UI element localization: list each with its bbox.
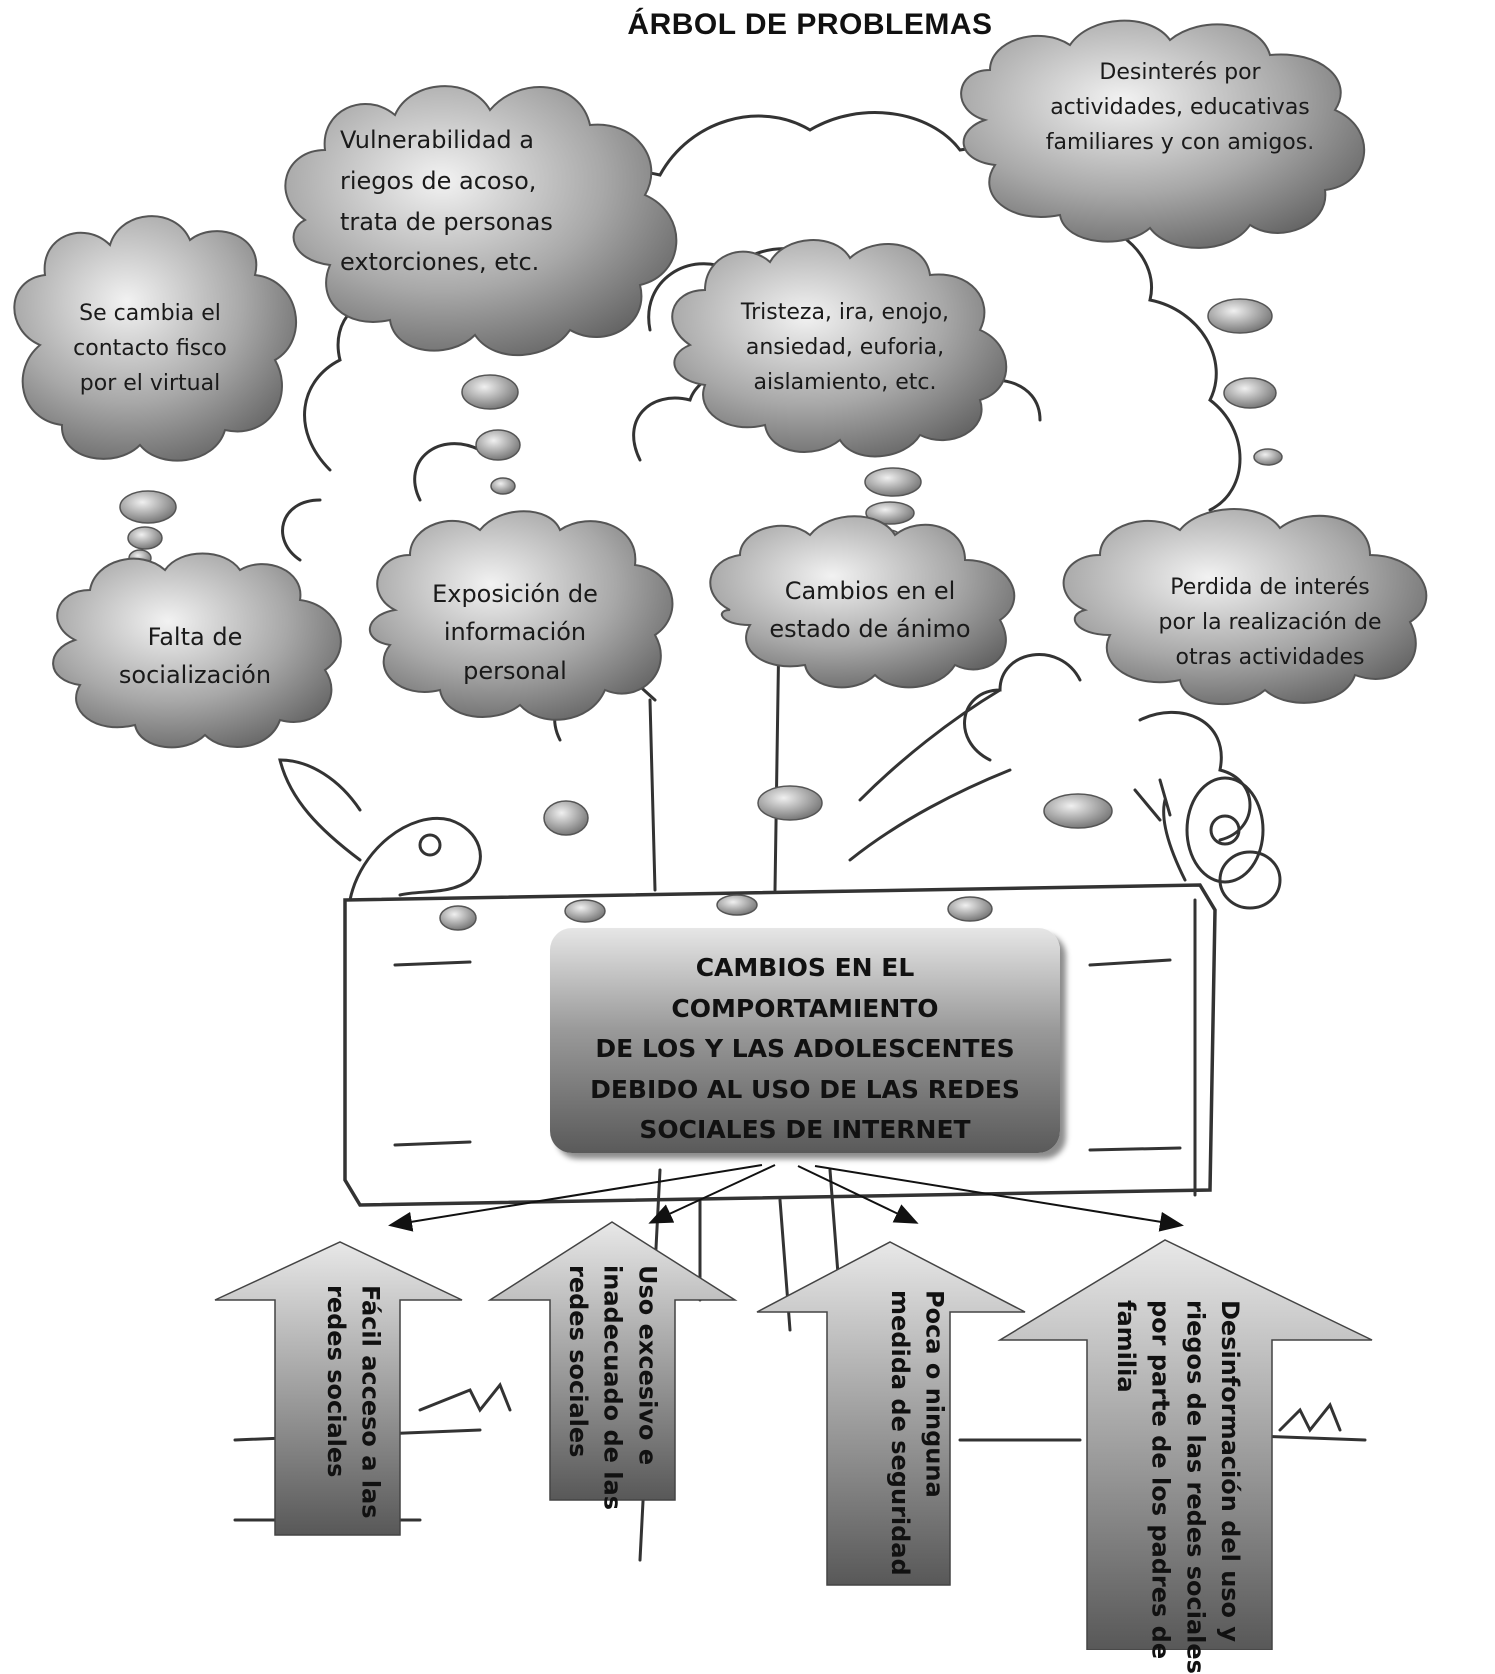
- cloud-line: socialización: [118, 661, 272, 690]
- cause-arrow-2: [487, 1221, 738, 1501]
- cloud-line: Falta de: [147, 623, 243, 651]
- cloud-3: [671, 239, 1008, 458]
- cause-text-4: Desinformación del uso y riegos de las r…: [1108, 1300, 1247, 1674]
- cause-line: inadecuado de las: [598, 1265, 627, 1511]
- cloud-line: Se cambia el: [79, 301, 221, 326]
- cause-text-1: Fácil acceso a las redes sociales: [318, 1285, 388, 1519]
- effect-cloud-4: Desinterés por actividades, educativas f…: [1030, 55, 1330, 161]
- cloud-line: personal: [463, 656, 567, 685]
- central-line: CAMBIOS EN EL COMPORTAMIENTO: [671, 953, 939, 1023]
- cloud-line: estado de ánimo: [769, 615, 971, 644]
- cause-line: riegos de las redes sociales: [1181, 1300, 1210, 1674]
- cloud-line: aislamiento, etc.: [753, 370, 937, 396]
- thought-bubbles: [119, 298, 1283, 931]
- cloud-2: [284, 85, 678, 356]
- cloud-line: información: [443, 618, 587, 647]
- effect-clouds: [13, 19, 1428, 749]
- cloud-line: Vulnerabilidad a: [340, 126, 534, 154]
- cause-line: por parte de los padres de: [1146, 1300, 1175, 1660]
- cause-line: redes sociales: [321, 1285, 350, 1478]
- effect-cloud-8: Perdida de interés por la realización de…: [1125, 570, 1415, 676]
- central-line: SOCIALES DE INTERNET: [639, 1115, 971, 1144]
- cloud-line: familiares y con amigos.: [1045, 130, 1315, 156]
- cloud-line: ansiedad, euforia,: [745, 335, 945, 361]
- central-problem-box: [550, 928, 1060, 1153]
- cause-arrows: [214, 1221, 1373, 1650]
- cloud-line: otras actividades: [1175, 645, 1365, 671]
- cloud-line: riegos de acoso,: [340, 166, 537, 195]
- cause-line: redes sociales: [563, 1265, 592, 1458]
- cause-line: Poca o ninguna: [920, 1290, 949, 1498]
- central-line: DE LOS Y LAS ADOLESCENTES: [595, 1034, 1015, 1063]
- cloud-line: por el virtual: [79, 371, 221, 397]
- central-problem-text: CAMBIOS EN EL COMPORTAMIENTO DE LOS Y LA…: [560, 948, 1050, 1151]
- cause-arrow-4: [997, 1239, 1373, 1650]
- cause-line: medida de seguridad: [885, 1290, 914, 1576]
- cloud-line: extorciones, etc.: [340, 248, 540, 277]
- cause-line: Fácil acceso a las: [356, 1285, 385, 1519]
- effect-cloud-2: Vulnerabilidad a riegos de acoso, trata …: [340, 120, 580, 283]
- cloud-6: [369, 510, 674, 721]
- cloud-line: actividades, educativas: [1050, 95, 1310, 121]
- cloud-1: [13, 215, 297, 462]
- cloud-line: contacto fisco: [73, 336, 227, 362]
- cloud-line: Desinterés por: [1099, 60, 1261, 85]
- cloud-8: [1062, 508, 1428, 706]
- effect-cloud-1: Se cambia el contacto fisco por el virtu…: [40, 296, 260, 402]
- cause-line: familia: [1111, 1300, 1140, 1393]
- cloud-line: trata de personas: [340, 207, 553, 236]
- cause-arrow-3: [756, 1241, 1026, 1586]
- cloud-line: Cambios en el: [784, 577, 956, 605]
- cloud-5: [52, 552, 342, 749]
- diagram-title: ÁRBOL DE PROBLEMAS: [627, 8, 993, 41]
- cause-line: Desinformación del uso y: [1216, 1300, 1245, 1643]
- cloud-line: por la realización de: [1158, 610, 1382, 636]
- connector-arrows: [388, 1164, 1184, 1232]
- effect-cloud-6: Exposición de información personal: [400, 575, 630, 690]
- cloud-line: Perdida de interés: [1170, 575, 1370, 600]
- effect-cloud-5: Falta de socialización: [95, 618, 295, 695]
- cloud-4: [960, 19, 1366, 249]
- cloud-line: Tristeza, ira, enojo,: [740, 300, 950, 325]
- cause-arrow-1: [214, 1241, 463, 1536]
- cause-line: Uso excesivo e: [633, 1265, 662, 1466]
- central-line: DEBIDO AL USO DE LAS REDES: [590, 1074, 1020, 1104]
- effect-cloud-3: Tristeza, ira, enojo, ansiedad, euforia,…: [715, 295, 975, 401]
- cloud-7: [709, 515, 1016, 689]
- cause-text-2: Uso excesivo e inadecuado de las redes s…: [560, 1265, 664, 1510]
- cloud-line: Exposición de: [432, 580, 598, 608]
- cause-text-3: Poca o ninguna medida de seguridad: [882, 1290, 952, 1576]
- effect-cloud-7: Cambios en el estado de ánimo: [745, 572, 995, 649]
